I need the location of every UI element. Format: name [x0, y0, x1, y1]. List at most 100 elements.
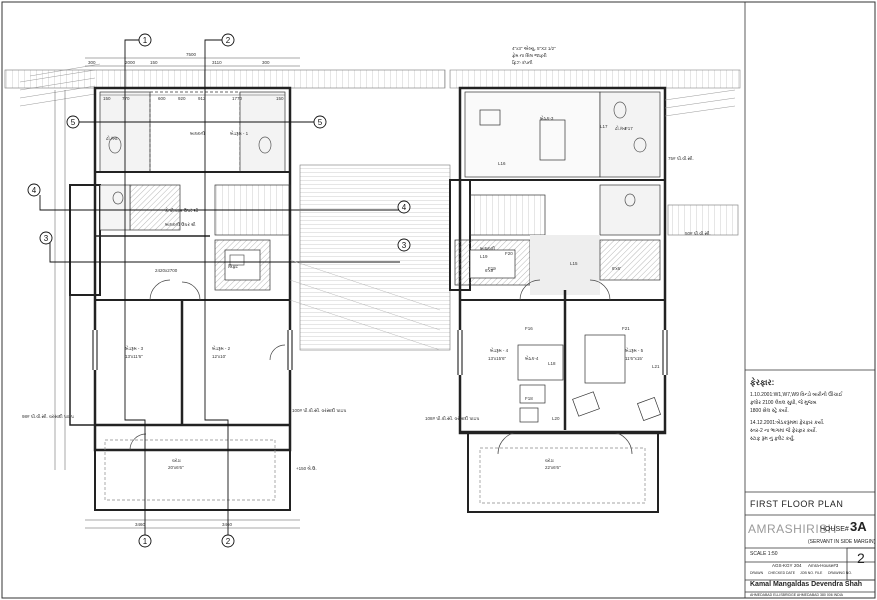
- left-roof-band: [4, 69, 446, 89]
- right-room-bed5: બેડરૂમ - 5: [625, 347, 644, 353]
- right-top-note-2: ફ્રિઝ કંપની: [512, 60, 533, 65]
- central-connector: [289, 69, 741, 351]
- left-note-5: 2420x2700: [155, 268, 178, 273]
- right-tag-l21: L21: [652, 364, 660, 369]
- right-note-4: 8'x6': [612, 266, 621, 271]
- grid-bubble-mid-5: [313, 115, 327, 129]
- right-tag-l16: L16: [498, 161, 506, 166]
- right-plan: [449, 86, 739, 513]
- revision-line-0: 1.10.2001:W1,W7,W9 વિન્ડો બારીની ઊંચાઈ: [750, 392, 843, 398]
- house-word: HOUSE#: [820, 526, 849, 533]
- right-top-note-1: ફ્રેમ ના ગ્રિલ જાફરી: [512, 52, 547, 58]
- right-table-left: [517, 344, 564, 381]
- right-tag-l17: L17: [600, 124, 608, 129]
- grid-bubble-bottom-1: [138, 534, 152, 548]
- meta-label-5: DRAWING NO.: [828, 571, 852, 575]
- right-table-right: [584, 334, 626, 384]
- firm-address: AHMEDABAD ELLISBRIDGE AHMEDABAD 380 006 …: [750, 593, 843, 597]
- left-room-lift: લિફ્ટ: [228, 264, 238, 269]
- left-room-bed1: બેડરૂમ - 1: [230, 130, 249, 136]
- right-tag-l20: L20: [552, 416, 560, 421]
- left-room-balcony: બાલ્કની: [190, 131, 206, 136]
- left-room-bed3: બેડરૂમ - 3: [125, 345, 144, 351]
- grid-lines-left: [39, 39, 400, 535]
- right-note-1: 11'6"x15': [625, 356, 643, 361]
- left-top-dim-a: 300: [88, 60, 96, 65]
- left-top-right-toilet: [239, 91, 286, 173]
- right-room-bed4: બેડરૂમ - 4: [490, 347, 509, 353]
- left-room-verandah: વરંડા: [172, 458, 181, 463]
- left-room-toilet: ટો./બા.: [106, 135, 118, 141]
- revision-line-1: ફ્લોર 2100 લેવલ સુધી, જે મુજબ: [750, 400, 817, 406]
- right-level-0: 108# પી.વી.સી. વરસાદી પાઇપ: [425, 416, 479, 421]
- right-note-0: 13'x15'6": [488, 356, 506, 361]
- left-level-1: 100# પી.વી.સી. વરસાદી પાઇપ: [292, 408, 346, 413]
- left-room-bed2: બેડરૂમ - 2: [212, 345, 231, 351]
- left-note-2: 20'x6'6": [168, 465, 184, 470]
- architect-names: Kamal Mangaldas Devendra Shah: [750, 581, 863, 588]
- right-room-balcony: બાલ્કની: [480, 246, 496, 251]
- left-note-3: 13'x11'6": [125, 354, 143, 359]
- left-lower-wing: [69, 294, 96, 426]
- revision-heading: ફેરફાર:: [750, 378, 775, 387]
- connector-bridge: [299, 164, 451, 351]
- grid-bubble-left-5: [66, 115, 80, 129]
- right-roof-band: [449, 69, 741, 89]
- grid-bubble-left-4: [27, 183, 41, 197]
- left-top-dim-c: 150: [150, 60, 158, 65]
- left-mid-room: [99, 184, 131, 231]
- grid-label-mid-5: 5: [318, 118, 323, 127]
- grid-bubbles: [27, 33, 411, 548]
- right-top-toilet: [599, 91, 661, 178]
- meta-label-3: JOB NO.: [800, 571, 815, 575]
- left-second-dim-2: 600: [158, 96, 166, 101]
- right-mid-toilet: [599, 184, 661, 236]
- grid-label-top-1: 1: [143, 36, 148, 45]
- meta-label-1: CHECKED: [768, 571, 786, 575]
- grid-label-left-4: 4: [32, 186, 37, 195]
- house-number: 3A: [850, 519, 867, 534]
- meta-value-0: AGS-KGY: [772, 563, 793, 568]
- right-tag-f21: F21: [622, 326, 630, 331]
- left-bottom-dim-a: 3460: [135, 522, 146, 527]
- left-plan: [4, 57, 446, 529]
- left-shaft: [129, 184, 181, 231]
- left-note-1: બાલ્કની ઉપર ગ્રી: [165, 222, 196, 227]
- revision-line-5: સ્ટાફ રૂમ નું ફ્લેટ કર્યું.: [750, 436, 795, 442]
- right-stair: [469, 194, 546, 236]
- left-top-dim-b: 2000: [125, 60, 136, 65]
- grid-label-left-3: 3: [44, 234, 49, 243]
- right-tag-f18: F18: [525, 396, 533, 401]
- sheet-number: 2: [857, 550, 865, 566]
- servant-note: (SERVANT IN SIDE MARGIN): [808, 539, 876, 545]
- left-bottom-dim-b: 3460: [222, 522, 233, 527]
- grid-label-left-5: 5: [71, 118, 76, 127]
- revision-line-4: સ્તર-2 ના ભાગમાં જે ફેરફાર કર્યો.: [750, 428, 817, 434]
- right-top-room: [464, 91, 601, 178]
- grid-bubble-bottom-2: [221, 534, 235, 548]
- right-shaft: [530, 235, 600, 295]
- left-verandah: [94, 424, 291, 511]
- meta-label-4: FILE: [815, 571, 823, 575]
- left-second-dim-1: 770: [122, 96, 130, 101]
- right-tag-l19: L19: [480, 254, 488, 259]
- right-tag-l15: L15: [570, 261, 578, 266]
- left-second-dim-5: 1770: [232, 96, 243, 101]
- meta-value-2: Amra-House#3: [808, 563, 839, 568]
- right-tag-f16: F16: [525, 326, 533, 331]
- meta-label-0: DRAWN: [750, 571, 764, 575]
- left-top-dim-total: 7500: [186, 52, 197, 57]
- right-room-sitting3: બેઠક-3: [540, 115, 554, 121]
- grid-bubble-left-3: [39, 231, 53, 245]
- right-top-note-0: 4"x3" એલ્યુ. 5"X2 1/2": [512, 45, 556, 52]
- right-note-2: 22'x6'6": [545, 465, 561, 470]
- left-second-dim-0: 150: [103, 96, 111, 101]
- title-block: [744, 2, 876, 598]
- drawing-title: FIRST FLOOR PLAN: [750, 499, 844, 509]
- grid-bubble-top-2: [221, 33, 235, 47]
- left-level-0: +150 લે.ઉ.: [296, 465, 317, 471]
- grid-label-bottom-2: 2: [226, 537, 231, 546]
- right-level-2: 50# પી.વી.સી.: [685, 231, 711, 236]
- grid-bubble-mid-4: [397, 200, 411, 214]
